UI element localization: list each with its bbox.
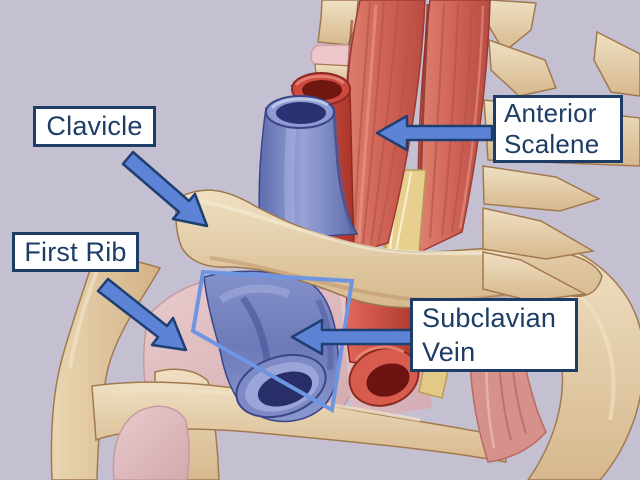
label-subclavian-vein-line1: Subclavian <box>422 303 557 333</box>
label-first-rib-text: First Rib <box>24 236 127 267</box>
label-first-rib: First Rib <box>12 232 139 272</box>
first-rib-arrow <box>96 277 188 352</box>
label-anterior-scalene: Anterior Scalene <box>493 95 623 163</box>
clavicle-arrow <box>121 150 209 228</box>
label-anterior-scalene-line1: Anterior <box>504 98 597 128</box>
vertebrae-processes-lower <box>482 165 601 302</box>
label-subclavian-vein-line2: Vein <box>422 337 476 367</box>
subclavian-vein-highlight-box <box>190 269 355 414</box>
label-subclavian-vein: Subclavian Vein <box>410 298 578 372</box>
label-clavicle-text: Clavicle <box>46 111 143 141</box>
label-anterior-scalene-line2: Scalene <box>504 129 600 159</box>
subclavian-vein-upper <box>258 95 359 241</box>
costal-cartilage <box>112 405 190 480</box>
annotation-arrows <box>96 114 494 356</box>
anterior-scalene-arrow <box>375 114 494 152</box>
subclavian-vein-vessel <box>203 270 340 423</box>
label-clavicle: Clavicle <box>33 106 156 147</box>
